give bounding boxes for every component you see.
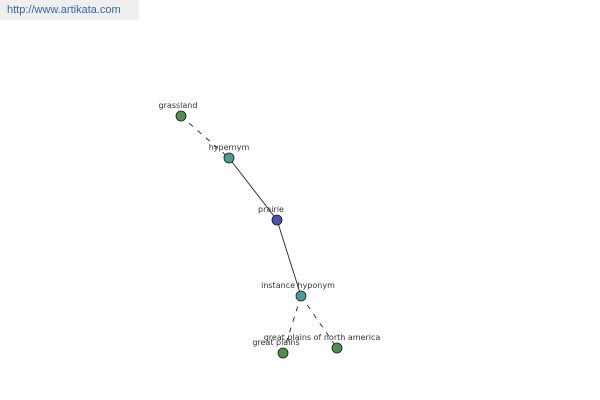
- node-label-great-plains: great plains: [252, 338, 299, 347]
- node-instance-hyponym[interactable]: [295, 290, 307, 302]
- edge-prairie-to-instance-hyponym: [276, 219, 302, 297]
- node-prairie[interactable]: [271, 214, 283, 226]
- edge-hypernym-to-prairie: [228, 157, 278, 221]
- nodes-layer: grassland hypernym prairie instance hyponym…: [159, 101, 381, 359]
- node-label-instance-hyponym: instance hyponym: [261, 281, 335, 290]
- node-label-hypernym: hypernym: [209, 143, 250, 152]
- node-label-prairie: prairie: [258, 205, 284, 214]
- node-grassland[interactable]: [175, 110, 187, 122]
- node-great-plains[interactable]: [277, 347, 289, 359]
- node-label-grassland: grassland: [159, 101, 198, 110]
- node-great-plains-of-north-america[interactable]: [331, 342, 343, 354]
- node-hypernym[interactable]: [223, 152, 235, 164]
- node-label-great-plains-of-north-america: great plains of north america: [264, 333, 381, 342]
- edges-layer: [180, 115, 338, 354]
- site-link[interactable]: http://www.artikata.com: [0, 0, 139, 20]
